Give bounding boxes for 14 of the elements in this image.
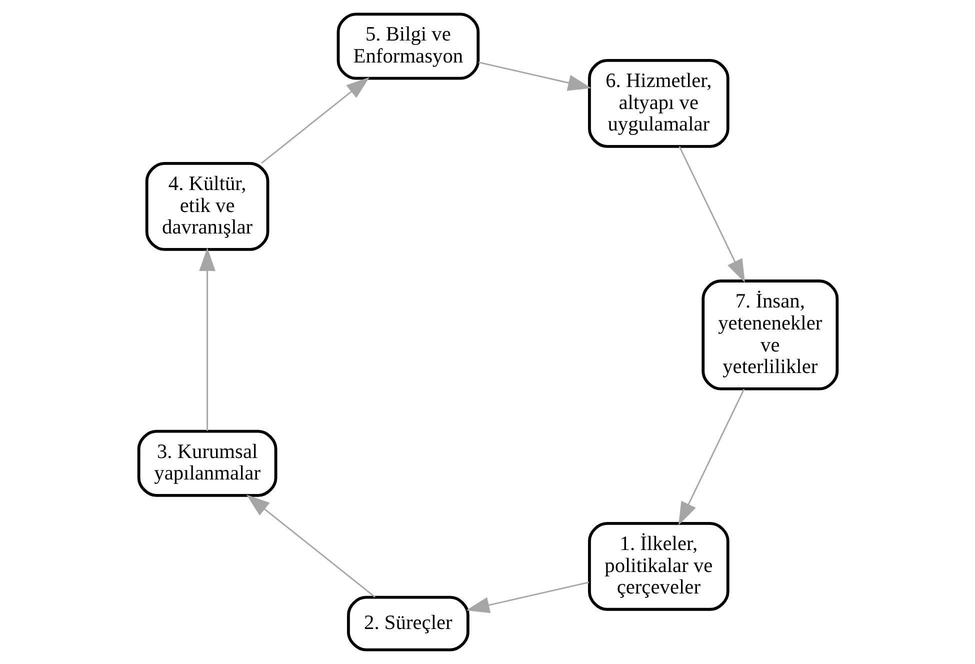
node-box: 1. İlkeler, politikalar ve çerçeveler [588,522,729,611]
arrow [678,146,745,283]
node-box: 7. İnsan, yetenenekler ve yeterlilikler [701,280,838,390]
node-box: 2. Süreçler [346,596,469,652]
arrow [678,388,744,526]
arrow [198,248,215,431]
arrow [260,77,370,164]
arrow [466,582,589,614]
node-box: 6. Hizmetler, altyapı ve uygulamalar [588,58,729,148]
arrow [478,62,591,91]
arrow [246,494,375,598]
node-box: 4. Kültür, etik ve davranışlar [144,162,269,251]
node-box: 5. Bilgi ve Enformasyon [336,12,480,80]
node-box: 3. Kurumsal yapılanmalar [136,430,277,497]
